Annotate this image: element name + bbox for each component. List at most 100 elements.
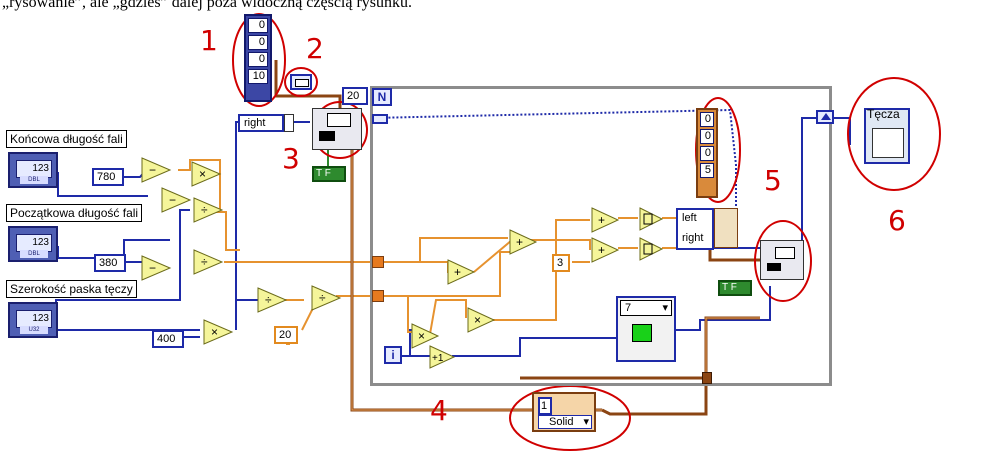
- operator-symbol: +: [516, 235, 523, 249]
- array-cell[interactable]: 0: [700, 146, 714, 161]
- annotation-number: 6: [888, 204, 906, 237]
- array-constant-5[interactable]: 0 0 0 5: [696, 108, 718, 198]
- constant-380[interactable]: 380: [94, 254, 126, 272]
- caption-text: „rysowanie”, ale „gdzieś” dalej poza wid…: [2, 0, 413, 11]
- array-cell[interactable]: 0: [248, 35, 268, 50]
- subtract-node[interactable]: −: [160, 186, 194, 214]
- array-cell[interactable]: 0: [248, 52, 268, 67]
- shift-register-left: [372, 114, 388, 124]
- unbundle-arrow: [284, 114, 294, 132]
- subtract-node[interactable]: −: [140, 254, 174, 282]
- add-node[interactable]: +: [508, 228, 540, 256]
- add-node[interactable]: +: [446, 258, 478, 286]
- constant-20-divisor[interactable]: 20: [274, 326, 298, 344]
- operator-symbol: ×: [199, 167, 206, 181]
- subtract-node[interactable]: −: [140, 156, 174, 184]
- bundle-by-name[interactable]: left right: [676, 208, 714, 250]
- type-label: DBL: [20, 176, 48, 184]
- operator-symbol: +: [598, 243, 605, 257]
- case-selector[interactable]: 7 ▾: [620, 300, 672, 316]
- tunnel: [372, 290, 384, 302]
- array-cell[interactable]: 0: [248, 18, 268, 33]
- pen-mode-cluster[interactable]: 1 Solid ▾: [532, 392, 596, 432]
- boolean-constant[interactable]: T F: [718, 280, 752, 296]
- color-case-structure[interactable]: 7 ▾: [616, 296, 676, 362]
- constant-3[interactable]: 3: [552, 254, 570, 272]
- loop-count-terminal[interactable]: N: [372, 88, 392, 106]
- operator-symbol: +: [598, 213, 605, 227]
- pen-icon: [319, 131, 335, 141]
- operator-symbol: +1: [432, 353, 444, 364]
- annotation-number: 5: [764, 164, 782, 197]
- start-wavelength-control[interactable]: 123 DBL: [8, 226, 58, 262]
- operator-symbol: ×: [418, 329, 425, 343]
- cluster-field-label: left: [680, 212, 699, 225]
- stripe-width-control[interactable]: 123 U32: [8, 302, 58, 338]
- divide-node[interactable]: ÷: [256, 286, 290, 314]
- start-wavelength-label: Początkowa długość fali: [6, 204, 143, 222]
- operator-symbol: −: [149, 261, 156, 275]
- bundle-output: [714, 208, 738, 248]
- color-box-constant[interactable]: [632, 324, 652, 342]
- to-integer-node[interactable]: [638, 206, 666, 232]
- constant-20-loop-count[interactable]: 20: [342, 87, 368, 105]
- picture-icon: [327, 113, 351, 127]
- operator-symbol: ×: [211, 325, 218, 339]
- picture-icon: [295, 79, 309, 87]
- loop-iteration-terminal: i: [384, 346, 402, 364]
- picture-reference-constant[interactable]: [290, 74, 312, 90]
- array-cell[interactable]: 0: [700, 129, 714, 144]
- array-cell[interactable]: 5: [700, 163, 714, 178]
- cluster-tunnel: [702, 372, 712, 384]
- end-wavelength-control[interactable]: 123 DBL: [8, 152, 58, 188]
- divide-node[interactable]: ÷: [310, 284, 344, 312]
- cluster-field-label: right: [242, 117, 268, 130]
- pen-icon: [767, 263, 781, 271]
- type-label: DBL: [20, 250, 48, 258]
- array-cell[interactable]: 0: [700, 112, 714, 127]
- operator-symbol: ÷: [201, 255, 208, 269]
- pen-style-ring[interactable]: Solid ▾: [538, 415, 592, 429]
- add-node[interactable]: +: [590, 206, 622, 234]
- bundle-by-name-right[interactable]: right: [238, 114, 284, 132]
- annotation-number: 4: [430, 394, 448, 427]
- cluster-field-label: right: [680, 232, 706, 245]
- divide-node[interactable]: ÷: [192, 248, 226, 276]
- multiply-node[interactable]: ×: [410, 322, 442, 350]
- dropdown-arrow-icon: ▾: [662, 302, 668, 314]
- operator-symbol: ×: [474, 313, 481, 327]
- boolean-constant[interactable]: T F: [312, 166, 346, 182]
- annotation-number: 1: [200, 24, 218, 57]
- up-arrow-icon: [821, 113, 831, 120]
- picture-icon: [775, 247, 795, 259]
- stripe-width-label: Szerokość paska tęczy: [6, 280, 137, 298]
- increment-node[interactable]: +1: [428, 344, 458, 370]
- annotation-number: 2: [306, 32, 324, 65]
- divide-node[interactable]: ÷: [192, 196, 226, 224]
- picture-property-node[interactable]: [760, 240, 804, 280]
- operator-symbol: −: [169, 193, 176, 207]
- shift-register-right: [816, 110, 834, 124]
- constant-400[interactable]: 400: [152, 330, 184, 348]
- multiply-node[interactable]: ×: [202, 318, 236, 346]
- end-wavelength-label: Końcowa długość fali: [6, 130, 127, 148]
- case-selector-value: 7: [625, 302, 632, 314]
- operator-symbol: +: [454, 265, 461, 279]
- for-loop[interactable]: [370, 86, 832, 386]
- pen-width-constant[interactable]: 1: [538, 397, 552, 415]
- picture-icon: [872, 128, 904, 158]
- constant-780[interactable]: 780: [92, 168, 124, 186]
- type-label: U32: [20, 326, 48, 334]
- to-integer-node[interactable]: [638, 236, 666, 262]
- add-node[interactable]: +: [590, 236, 622, 264]
- operator-symbol: ÷: [201, 203, 208, 217]
- picture-indicator[interactable]: [864, 108, 910, 164]
- tunnel: [372, 256, 384, 268]
- picture-property-node[interactable]: [312, 108, 362, 150]
- multiply-node[interactable]: ×: [466, 306, 498, 334]
- brown-wire-highlights: [351, 150, 760, 411]
- array-constant-1[interactable]: 0 0 0 10: [244, 14, 272, 102]
- multiply-node[interactable]: ×: [190, 160, 224, 188]
- array-cell[interactable]: 10: [248, 69, 268, 84]
